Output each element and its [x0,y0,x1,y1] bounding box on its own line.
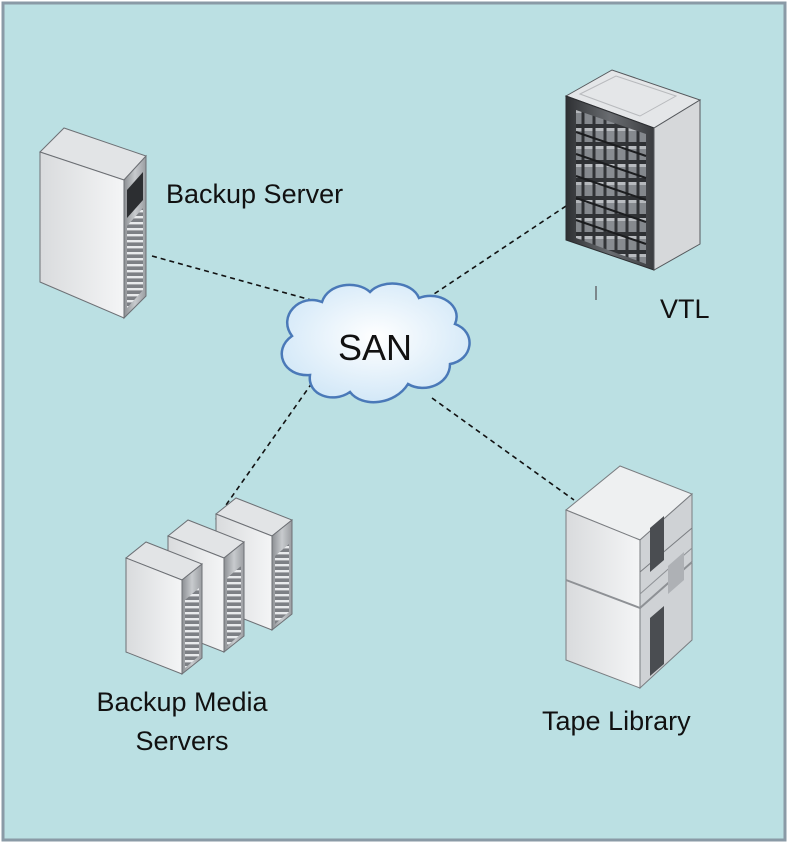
san-cloud-icon [280,282,471,404]
san-label: SAN [337,327,413,368]
backup-server-icon [39,127,147,320]
link-vtl-to-san [427,205,567,299]
media-server-front [125,541,203,676]
vtl-label: VTL [660,294,710,324]
media-servers-label-line1: Backup Media [96,687,268,717]
media-servers-icon [125,497,293,676]
link-backup-server-to-san [151,255,323,304]
connectors [151,205,575,523]
link-media-servers-to-san [213,382,313,523]
tape-library-label: Tape Library [542,706,691,736]
tape-library-icon [565,465,693,690]
link-tape-library-to-san [431,397,575,501]
backup-server-label: Backup Server [166,179,344,209]
media-servers-label-line2: Servers [135,726,229,756]
vtl-rack-icon [564,69,702,300]
